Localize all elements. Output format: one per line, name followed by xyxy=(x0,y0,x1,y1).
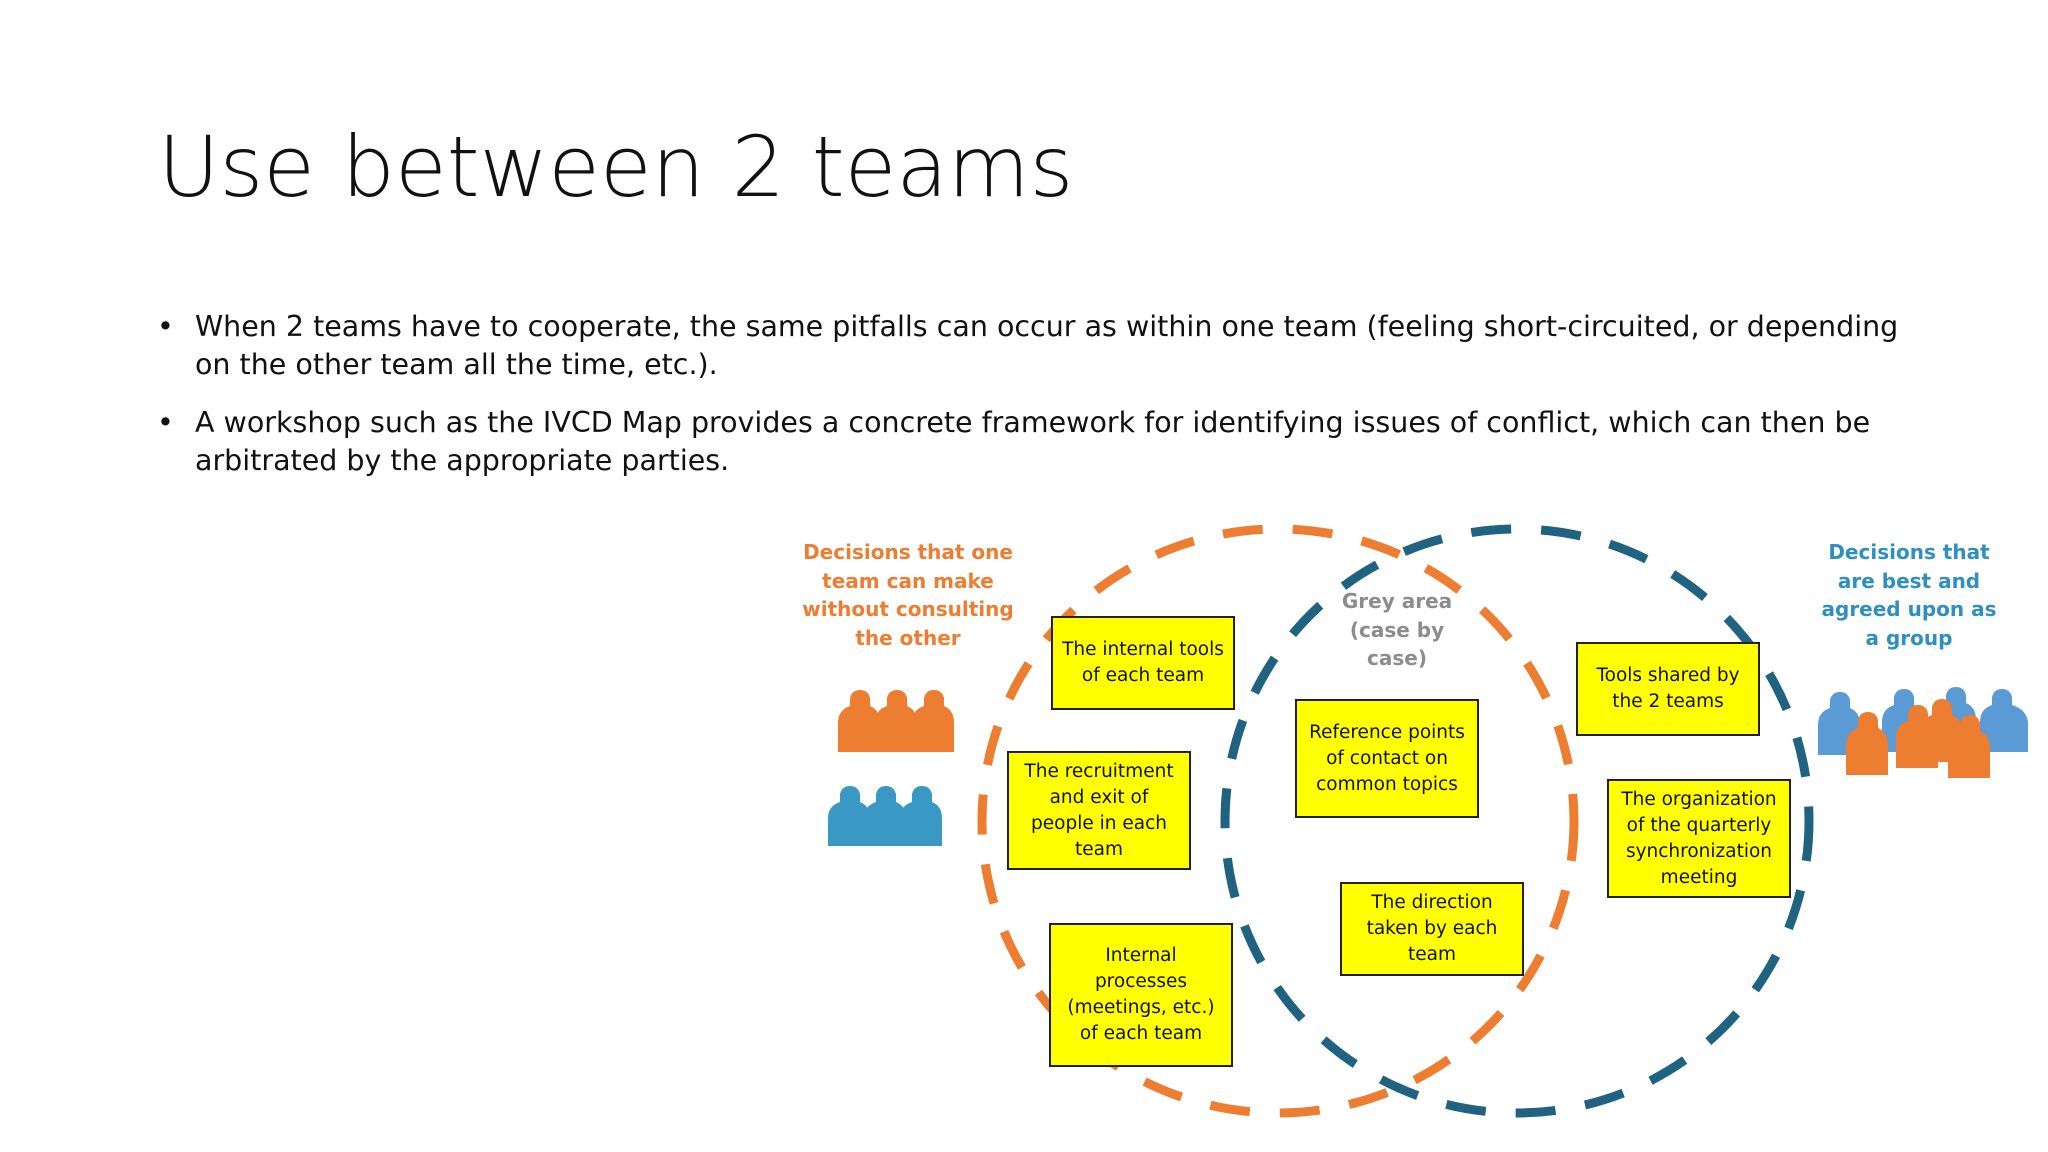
note-internal-tools: The internal tools of each team xyxy=(1051,616,1235,710)
bullet-dot: • xyxy=(157,310,174,343)
blue-dashed-circle xyxy=(1220,524,1814,1118)
label-grey-area: Grey area (case by case) xyxy=(1341,589,1453,670)
bullet-item: • A workshop such as the IVCD Map provid… xyxy=(155,404,1915,480)
slide-title: Use between 2 teams xyxy=(158,118,1074,216)
note-tools-shared: Tools shared by the 2 teams xyxy=(1576,642,1760,736)
note-quarterly-meeting: The organization of the quarterly synchr… xyxy=(1607,779,1791,898)
note-recruitment: The recruitment and exit of people in ea… xyxy=(1007,751,1191,870)
label-one-team-decisions: Decisions that one team can make without… xyxy=(802,540,1014,650)
bullet-item: • When 2 teams have to cooperate, the sa… xyxy=(155,308,1915,384)
mixed-group-icon xyxy=(1818,687,2028,778)
bullet-text: A workshop such as the IVCD Map provides… xyxy=(195,406,1871,477)
label-group-decisions: Decisions that are best and agreed upon … xyxy=(1821,540,1997,650)
orange-team-icon xyxy=(838,690,954,752)
bullet-text: When 2 teams have to cooperate, the same… xyxy=(195,310,1899,381)
note-reference-points: Reference points of contact on common to… xyxy=(1295,699,1479,818)
blue-team-icon xyxy=(828,786,942,846)
note-direction: The direction taken by each team xyxy=(1340,882,1524,976)
bullet-dot: • xyxy=(157,406,174,439)
orange-dashed-circle xyxy=(977,524,1579,1118)
note-internal-processes: Internal processes (meetings, etc.) of e… xyxy=(1049,923,1233,1067)
bullet-list: • When 2 teams have to cooperate, the sa… xyxy=(155,308,1915,500)
